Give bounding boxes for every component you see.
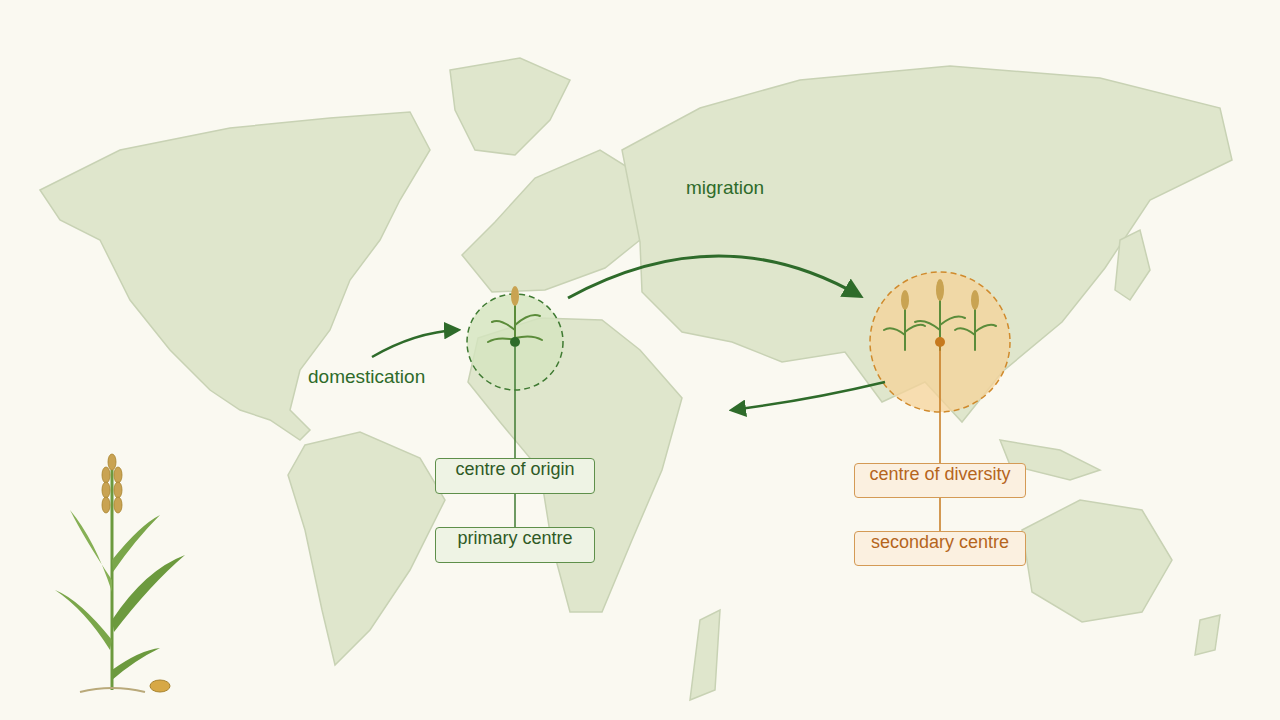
node-text: primary centre (457, 528, 572, 549)
centre-box: centre of diversity (854, 463, 1026, 498)
arrow-label: migration (686, 177, 764, 199)
node-text: centre of diversity (869, 464, 1010, 484)
connector-line (939, 498, 941, 531)
node-text: centre of origin (455, 459, 574, 480)
centre-box: secondary centre (854, 531, 1026, 566)
centre-box: centre of origin (435, 458, 595, 494)
connector-line (514, 494, 516, 527)
centre-box: primary centre (435, 527, 595, 563)
node-text: secondary centre (871, 532, 1009, 552)
continents (40, 58, 1232, 700)
arrow-label: domestication (308, 366, 425, 388)
plant-illustration (55, 454, 185, 692)
